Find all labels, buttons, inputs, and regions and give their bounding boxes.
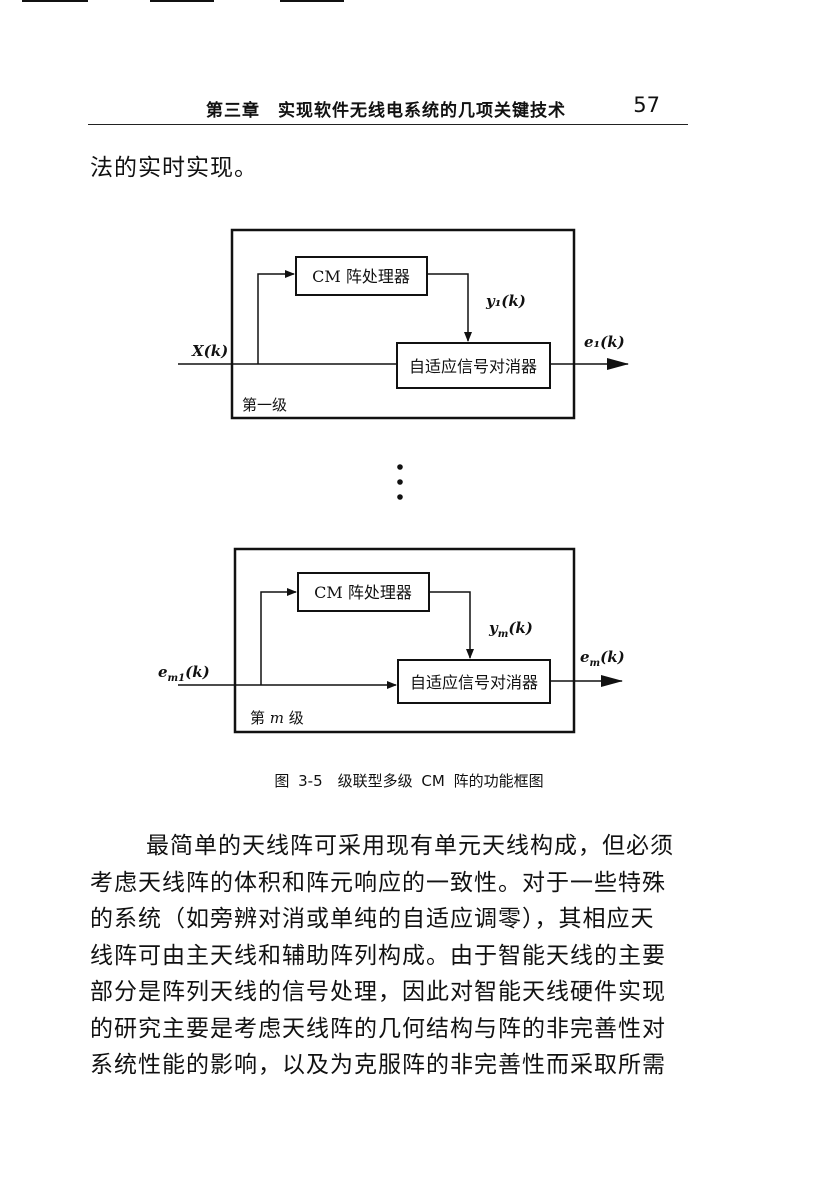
continuation-dot: [397, 494, 403, 500]
stagem-processor-label: CM 阵处理器: [314, 583, 412, 602]
stage1-canceller-box: [396, 342, 551, 389]
body-line: 系统性能的影响，以及为克服阵的非完善性而采取所需: [90, 1052, 666, 1078]
stage1-level-label: 第一级: [242, 396, 287, 414]
body-line: 的系统（如旁辨对消或单纯的自适应调零），其相应天: [90, 906, 655, 932]
body-line: 部分是阵列天线的信号处理，因此对智能天线硬件实现: [90, 979, 666, 1005]
stagem-feed-line: [260, 588, 297, 685]
stagem-y-line: [429, 591, 474, 659]
continuation-dot: [397, 464, 403, 470]
stagem-input-label: em1(k): [158, 663, 210, 684]
continuation-dot: [397, 479, 403, 485]
page-number: 57: [633, 93, 660, 117]
running-header: 第三章 实现软件无线电系统的几项关键技术 57: [88, 90, 688, 125]
body-line: 最简单的天线阵可采用现有单元天线构成，但必须: [146, 833, 674, 859]
stage1-processor-label: CM 阵处理器: [312, 267, 410, 286]
header-title: 第三章 实现软件无线电系统的几项关键技术: [206, 101, 566, 121]
stage1-processor-box: [295, 256, 428, 296]
stage1-feed-line: [257, 270, 295, 364]
body-line: 考虑天线阵的体积和阵元响应的一致性。对于一些特殊: [90, 869, 666, 896]
stage1-y-label: y₁(k): [485, 292, 526, 310]
stage1-input-label: X(k): [191, 342, 228, 360]
stagem-output-label: em(k): [580, 648, 625, 669]
stagem-level-label: 第 m 级: [250, 709, 304, 727]
stage1-output-label: e₁(k): [584, 333, 625, 351]
stagem-canceller-label: 自适应信号对消器: [410, 673, 538, 692]
stage1-canceller-label: 自适应信号对消器: [409, 357, 537, 376]
stagem-frame: [233, 547, 576, 734]
body-paragraph: 最简单的天线阵可采用现有单元天线构成，但必须 考虑天线阵的体积和阵元响应的一致性…: [90, 828, 695, 1084]
figure-caption: 图 3-5 级联型多级 CM 阵的功能框图: [274, 772, 544, 790]
stagem-y-label: ym(k): [488, 619, 533, 640]
stage1-y-line: [427, 273, 472, 342]
body-line: 线阵可由主天线和辅助阵列构成。由于智能天线的主要: [90, 942, 666, 969]
block-diagram: CM 阵处理器 自适应信号对消器 X(k) y₁(k) e₁(k) 第一级 CM…: [158, 228, 629, 734]
body-line: 的研究主要是考虑天线阵的几何结构与阵的非完善性对: [90, 1015, 666, 1042]
stage1-frame: [230, 228, 576, 420]
lead-line: 法的实时实现。: [90, 155, 258, 181]
